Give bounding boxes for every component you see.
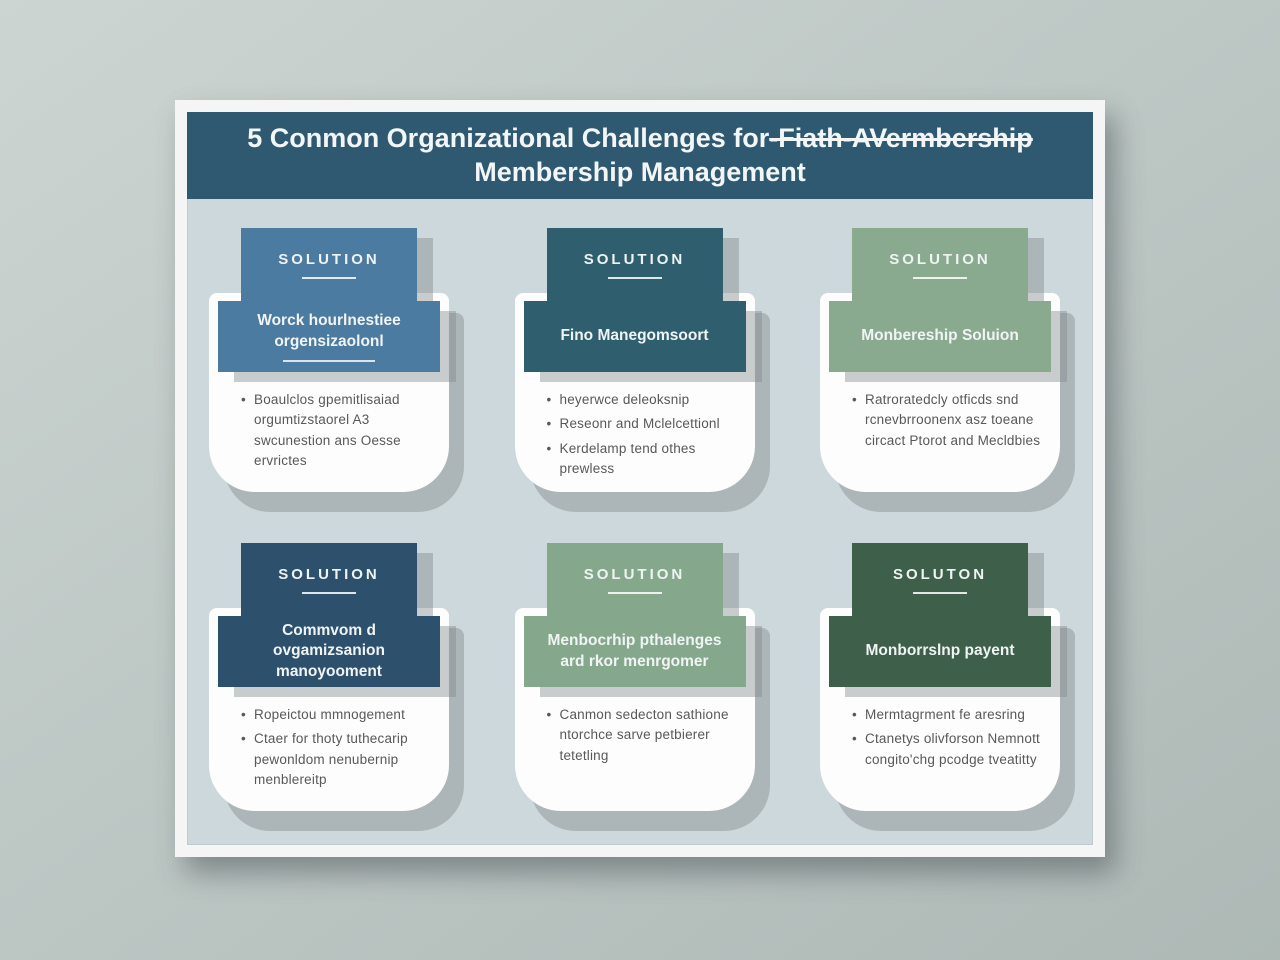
solution-tab: SOLUTION: [546, 228, 723, 301]
poster-title-line2: Membership Management: [474, 156, 806, 187]
solution-label: SOLUTION: [583, 250, 686, 268]
bullet-item: heyerwce deleoksnip: [547, 390, 741, 411]
banner-title: Worck hourlnestiee orgensizaolonl: [257, 312, 401, 350]
bullet-item: Kerdelamp tend othes prewless: [547, 439, 741, 480]
banner-title: Fino Manegomsoort: [560, 327, 709, 345]
bullet-item: Ctaer for thoty tuthecarip pewonldom nen…: [241, 729, 435, 790]
solution-tab: SOLUTION: [852, 228, 1028, 301]
card-banner: Menbocrhip pthalenges ard rkor menrgomer: [523, 616, 746, 687]
card-tab: SOLUTION Fino Manegomsoort: [523, 228, 746, 372]
banner-title: Monbereship Soluion: [861, 327, 1019, 345]
tab-divider: [302, 276, 356, 279]
solution-label: SOLUTON: [892, 565, 988, 583]
title-glitch-text: -Fiath-AVermbership: [769, 122, 1033, 153]
banner-title: Commvom d ovgamizsanion manoyooment: [273, 622, 385, 680]
tab-divider: [302, 591, 356, 594]
challenge-card-6: Mermtagrment fe aresring Ctanetys olivfo…: [820, 543, 1060, 811]
solution-label: SOLUTION: [278, 565, 380, 583]
banner-divider: [283, 359, 375, 362]
bullet-item: Boaulclos gpemitlisaiad orgumtizstaorel …: [241, 390, 435, 471]
solution-label: SOLUTION: [278, 250, 380, 268]
bullet-list: Canmon sedecton sathione ntorchce sarve …: [515, 608, 755, 766]
solution-tab: SOLUTION: [241, 228, 417, 301]
challenge-card-4: Ropeictou mmnogement Ctaer for thoty tut…: [209, 543, 449, 811]
bullet-item: Ropeictou mmnogement: [241, 705, 435, 726]
challenge-card-1: Boaulclos gpemitlisaiad orgumtizstaorel …: [209, 228, 449, 492]
card-banner: Fino Manegomsoort: [523, 301, 746, 372]
bullet-list: Boaulclos gpemitlisaiad orgumtizstaorel …: [209, 293, 449, 471]
tab-divider: [607, 591, 662, 594]
bullet-list: Ratroratedcly otficds snd rcnevbrroonenx…: [820, 293, 1060, 451]
card-tab: SOLUTON Monborrslnp payent: [829, 543, 1051, 687]
solution-label: SOLUTION: [583, 565, 686, 583]
card-tab: SOLUTION Menbocrhip pthalenges ard rkor …: [523, 543, 746, 687]
bullet-item: Mermtagrment fe aresring: [852, 705, 1046, 726]
card-banner: Commvom d ovgamizsanion manoyooment: [218, 616, 440, 687]
bullet-item: Reseonr and Mclelcettionl: [547, 414, 741, 435]
bullet-list: heyerwce deleoksnip Reseonr and Mclelcet…: [515, 293, 755, 479]
card-banner: Monbereship Soluion: [829, 301, 1051, 372]
bullet-list: Ropeictou mmnogement Ctaer for thoty tut…: [209, 608, 449, 790]
challenge-card-5: Canmon sedecton sathione ntorchce sarve …: [514, 543, 755, 811]
challenge-card-3: Ratroratedcly otficds snd rcnevbrroonenx…: [820, 228, 1060, 492]
poster-title-bar: 5 Conmon Organizational Challenges for-F…: [187, 112, 1093, 199]
tab-divider: [913, 591, 967, 594]
challenge-card-2: heyerwce deleoksnip Reseonr and Mclelcet…: [514, 228, 755, 492]
bullet-item: Ctanetys olivforson Nemnott congito'chg …: [852, 729, 1046, 770]
card-banner: Worck hourlnestiee orgensizaolonl: [218, 301, 440, 372]
solution-tab: SOLUTON: [852, 543, 1028, 616]
card-tab: SOLUTION Commvom d ovgamizsanion manoyoo…: [218, 543, 440, 687]
solution-label: SOLUTION: [889, 250, 991, 268]
tab-divider: [913, 276, 967, 279]
card-banner: Monborrslnp payent: [829, 616, 1051, 687]
title-text: 5 Conmon Organizational Challenges for: [247, 122, 770, 153]
poster-title-line1: 5 Conmon Organizational Challenges for-F…: [247, 122, 1033, 156]
bullet-list: Mermtagrment fe aresring Ctanetys olivfo…: [820, 608, 1060, 770]
bullet-item: Ratroratedcly otficds snd rcnevbrroonenx…: [852, 390, 1046, 451]
banner-title: Monborrslnp payent: [865, 642, 1015, 660]
card-row-1: Boaulclos gpemitlisaiad orgumtizstaorel …: [209, 228, 1060, 492]
solution-tab: SOLUTION: [241, 543, 417, 616]
card-tab: SOLUTION Worck hourlnestiee orgensizaolo…: [218, 228, 440, 372]
banner-title: Menbocrhip pthalenges ard rkor menrgomer: [547, 632, 722, 670]
card-row-2: Ropeictou mmnogement Ctaer for thoty tut…: [209, 543, 1060, 811]
poster-frame: 5 Conmon Organizational Challenges for-F…: [175, 100, 1105, 857]
solution-tab: SOLUTION: [546, 543, 723, 616]
card-grid: Boaulclos gpemitlisaiad orgumtizstaorel …: [187, 199, 1093, 811]
tab-divider: [607, 276, 662, 279]
bullet-item: Canmon sedecton sathione ntorchce sarve …: [547, 705, 741, 766]
card-tab: SOLUTION Monbereship Soluion: [829, 228, 1051, 372]
